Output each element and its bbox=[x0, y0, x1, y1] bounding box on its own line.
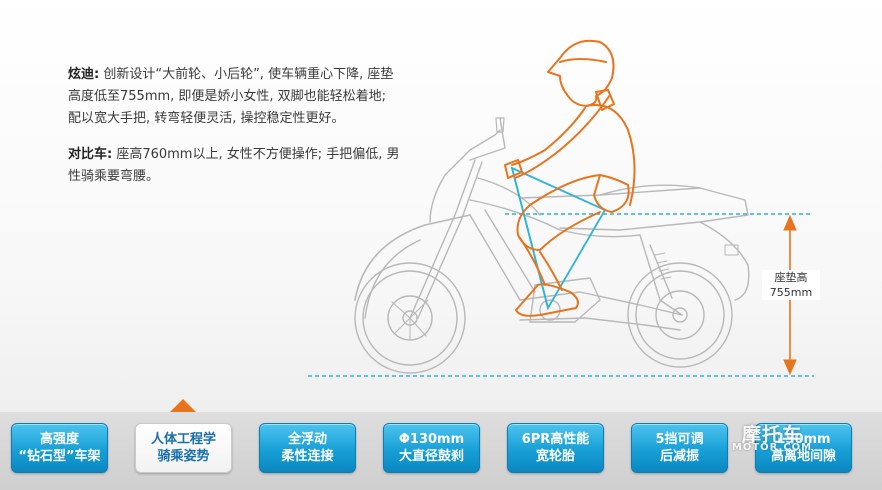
feature-tab-line1: 5挡可调 bbox=[655, 432, 704, 447]
paragraph-comparison-text: 座高760mm以上, 女性不方便操作; 手把偏低, 男性骑乘要弯腰。 bbox=[68, 147, 400, 184]
seat-height-label-line2: 755mm bbox=[769, 286, 813, 299]
feature-tab-floating-connection[interactable]: 全浮动 柔性连接 bbox=[259, 423, 356, 473]
feature-tab-line1: 人体工程学 bbox=[150, 432, 216, 447]
feature-tab-line2: “钻石型”车架 bbox=[18, 449, 101, 464]
front-wheel bbox=[354, 262, 466, 374]
feature-tab-ground-clearance[interactable]: 150mm 高离地间隙 bbox=[755, 423, 852, 473]
feature-tab-line2: 柔性连接 bbox=[281, 449, 334, 464]
feature-tab-line1: 6PR高性能 bbox=[521, 432, 590, 447]
seat-height-label: 座垫高 755mm bbox=[762, 270, 820, 300]
feature-tab-diamond-frame[interactable]: 高强度 “钻石型”车架 bbox=[11, 423, 108, 473]
active-tab-indicator-icon bbox=[170, 399, 196, 412]
feature-tab-ergonomics[interactable]: 人体工程学 骑乘姿势 bbox=[135, 423, 232, 473]
feature-tab-line1: 150mm bbox=[776, 432, 831, 447]
feature-tab-line2: 后减振 bbox=[659, 449, 699, 464]
seat-height-label-line1: 座垫高 bbox=[774, 271, 808, 284]
feature-tab-line2: 高离地间隙 bbox=[770, 449, 836, 464]
motorcycle-ergonomics-diagram bbox=[308, 39, 814, 377]
feature-tab-wide-tire[interactable]: 6PR高性能 宽轮胎 bbox=[507, 423, 604, 473]
rear-wheel bbox=[627, 262, 733, 368]
paragraph-xuandi-text: 创新设计“大前轮、小后轮”, 使车辆重心下降, 座垫高度低至755mm, 即便是… bbox=[68, 67, 394, 126]
paragraph-xuandi: 炫迪: 创新设计“大前轮、小后轮”, 使车辆重心下降, 座垫高度低至755mm,… bbox=[68, 64, 403, 130]
description-block: 炫迪: 创新设计“大前轮、小后轮”, 使车辆重心下降, 座垫高度低至755mm,… bbox=[68, 64, 403, 202]
feature-tab-line2: 大直径鼓刹 bbox=[398, 449, 464, 464]
feature-tab-line1: 全浮动 bbox=[287, 432, 327, 447]
motorcycle-illustration bbox=[354, 117, 750, 374]
feature-tab-line2: 宽轮胎 bbox=[535, 449, 575, 464]
paragraph-comparison-title: 对比车: bbox=[68, 147, 113, 162]
feature-tab-line2: 骑乘姿势 bbox=[157, 449, 210, 464]
feature-tab-line1: 高强度 bbox=[39, 432, 79, 447]
guide-lines bbox=[308, 166, 814, 377]
paragraph-xuandi-title: 炫迪: bbox=[68, 67, 100, 82]
rider-outline bbox=[504, 39, 636, 317]
feature-tab-line1: Φ130mm bbox=[398, 432, 465, 447]
feature-tab-rear-suspension[interactable]: 5挡可调 后减振 bbox=[631, 423, 728, 473]
paragraph-comparison: 对比车: 座高760mm以上, 女性不方便操作; 手把偏低, 男性骑乘要弯腰。 bbox=[68, 144, 403, 188]
feature-tab-drum-brake[interactable]: Φ130mm 大直径鼓刹 bbox=[383, 423, 480, 473]
